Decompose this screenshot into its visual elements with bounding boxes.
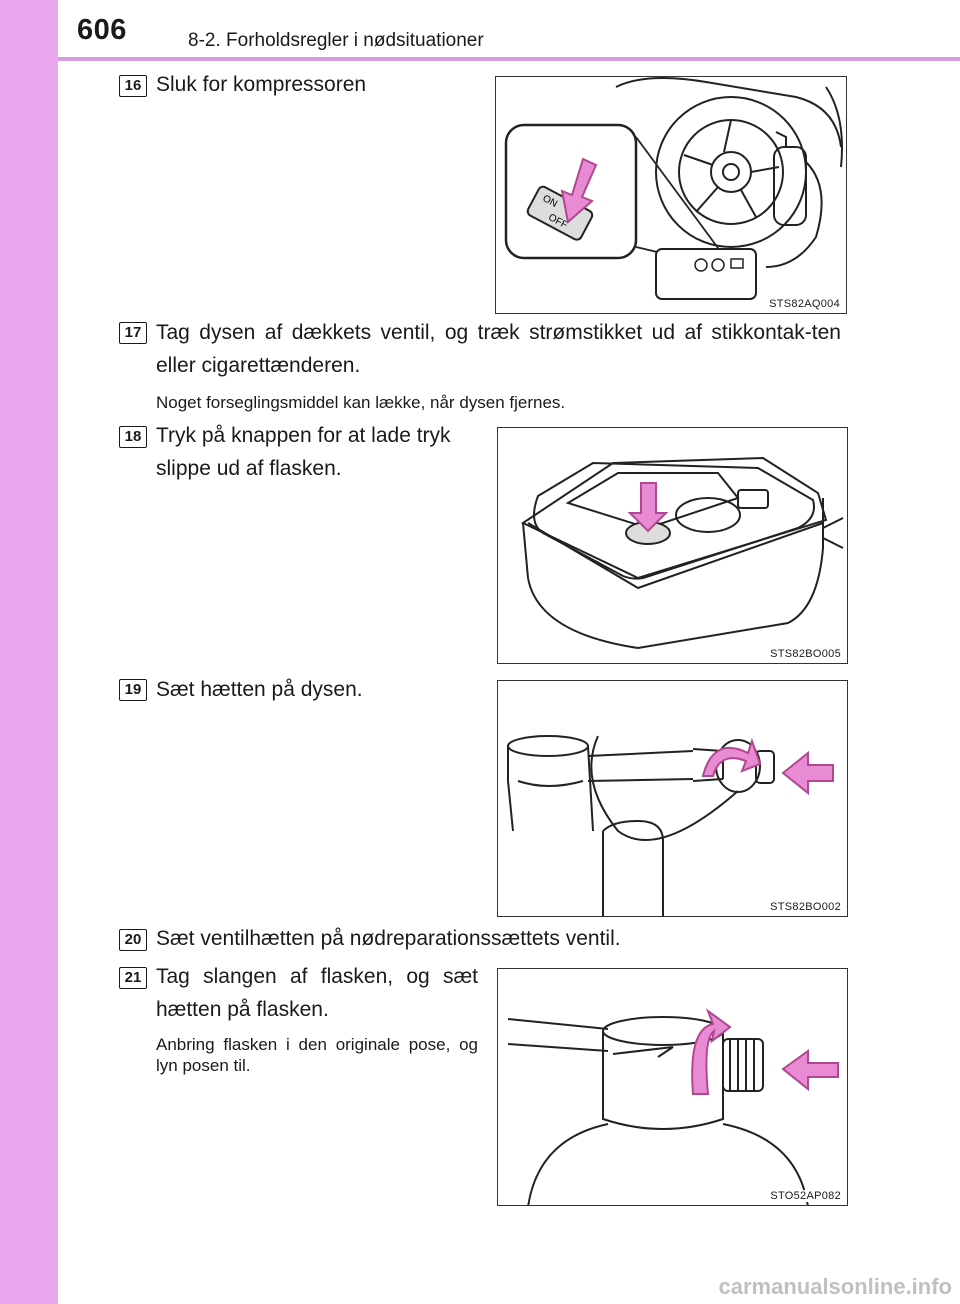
step-text-17: Tag dysen af dækkets ventil, og træk str… <box>156 321 841 377</box>
side-color-band <box>0 0 58 1304</box>
figure-cap-bottle: STO52AP082 <box>497 968 848 1206</box>
step-note-17: Noget forseglingsmiddel kan lække, når d… <box>156 393 566 412</box>
step-badge-17: 17 <box>119 322 147 344</box>
cap-bottle-illustration <box>507 1008 839 1205</box>
figure-compressor-switch: ON OFF STS82AQ004 <box>495 76 847 314</box>
step-badge-19: 19 <box>119 679 147 701</box>
press-arrow-icon <box>560 157 598 224</box>
figure-code: STS82BO002 <box>768 901 841 913</box>
section-title: 8-2. Forholdsregler i nødsituationer <box>188 30 484 51</box>
rotate-arrow-icon <box>701 737 762 777</box>
push-arrow-icon <box>781 1049 839 1092</box>
push-arrow-icon <box>781 750 834 796</box>
page-number: 606 <box>77 14 127 46</box>
compressor-switch-illustration: ON OFF <box>504 77 843 300</box>
figure-code: STS82BO005 <box>768 648 841 660</box>
figure-cap-nozzle: STS82BO002 <box>497 680 848 917</box>
cap-nozzle-illustration <box>507 735 834 916</box>
watermark: carmanualsonline.info <box>718 1274 953 1299</box>
step-text-18: Tryk på knappen for at lade tryk slippe … <box>156 424 451 480</box>
step-text-21: Tag slangen af flasken, og sæt hætten på… <box>156 965 478 1021</box>
step-text-19: Sæt hætten på dysen. <box>156 678 363 701</box>
step-badge-21: 21 <box>119 967 147 989</box>
step-badge-20: 20 <box>119 929 147 951</box>
release-button-illustration <box>520 456 844 650</box>
header-rule <box>58 57 960 61</box>
step-note-21: Anbring flasken i den originale pose, og… <box>156 1035 478 1075</box>
figure-code: STS82AQ004 <box>767 298 840 310</box>
press-arrow-icon <box>627 482 669 533</box>
figure-code: STO52AP082 <box>768 1190 841 1202</box>
figure-release-pressure: STS82BO005 <box>497 427 848 664</box>
step-badge-16: 16 <box>119 75 147 97</box>
step-text-20: Sæt ventilhætten på nødreparationssættet… <box>156 927 621 950</box>
rotate-arrow-icon <box>691 1008 732 1095</box>
step-text-16: Sluk for kompressoren <box>156 73 367 96</box>
step-badge-18: 18 <box>119 426 147 448</box>
